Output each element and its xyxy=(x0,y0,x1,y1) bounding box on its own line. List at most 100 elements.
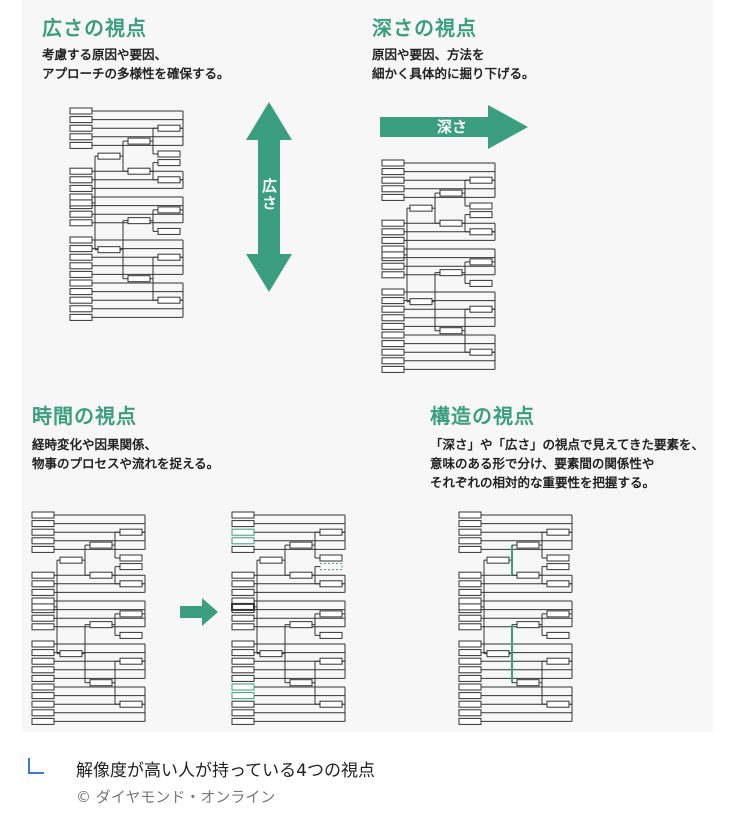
tree-node-box xyxy=(31,640,55,648)
tree-node-box xyxy=(69,262,93,270)
tree-node-box xyxy=(469,228,493,236)
tree-node-box xyxy=(458,520,482,528)
tree-node-box xyxy=(119,700,143,708)
tree-node-box xyxy=(231,537,255,545)
tree-node-box xyxy=(31,657,55,665)
tree-node-box xyxy=(89,679,113,687)
tree-node-box xyxy=(458,580,482,588)
tree-node-box xyxy=(231,640,255,648)
tree-node-box xyxy=(381,314,405,322)
tree-node-box xyxy=(381,297,405,305)
tree-node-box xyxy=(231,545,255,553)
tree-node-box xyxy=(119,528,143,536)
tree-node-box xyxy=(97,246,121,254)
breadth-description: 考慮する原因や要因、 アプローチの多様性を確保する。 xyxy=(42,45,230,83)
depth-arrow-label: 深さ xyxy=(437,118,468,136)
tree-node-box xyxy=(127,217,151,225)
figure-panel: 広さの視点 考慮する原因や要因、 アプローチの多様性を確保する。 広さ 深さの視… xyxy=(22,0,713,732)
tree-node-box xyxy=(31,614,55,622)
tree-node-box xyxy=(157,150,181,158)
tree-node-box xyxy=(381,288,405,296)
tree-node-box xyxy=(381,185,405,193)
tree-node-box xyxy=(381,262,405,270)
tree-node-box xyxy=(381,305,405,313)
tree-node-box xyxy=(231,528,255,536)
tree-node-box xyxy=(458,709,482,717)
tree-node-box xyxy=(289,679,313,687)
tree-node-box xyxy=(31,511,55,519)
structure-desc-line: 「深さ」や「広さ」の視点で見えてきた要素を、 xyxy=(430,437,705,452)
tree-node-box xyxy=(69,245,93,253)
tree-node-box xyxy=(157,206,181,214)
tree-node-box xyxy=(119,554,143,562)
tree-node-box xyxy=(381,348,405,356)
tree-node-box xyxy=(439,189,463,197)
tree-node-box xyxy=(469,211,493,219)
tree-node-box xyxy=(157,227,181,235)
tree-node-box xyxy=(231,580,255,588)
tree-node-box xyxy=(31,520,55,528)
tree-node-box xyxy=(458,700,482,708)
tree-node-box xyxy=(231,657,255,665)
tree-node-box xyxy=(546,657,570,665)
tree-node-box xyxy=(516,571,540,579)
tree-node-box xyxy=(289,571,313,579)
tree-node-box xyxy=(69,107,93,115)
tree-node-box xyxy=(231,588,255,596)
tree-node-box xyxy=(231,666,255,674)
tree-node-box xyxy=(516,621,540,629)
tree-node-box xyxy=(231,692,255,700)
breadth-arrow-label: 広さ xyxy=(260,178,278,212)
tree-node-box xyxy=(69,210,93,218)
tree-node-box xyxy=(458,674,482,682)
tree-node-box xyxy=(89,621,113,629)
tree-node-box xyxy=(381,159,405,167)
tree-node-box xyxy=(31,571,55,579)
tree-node-box xyxy=(157,296,181,304)
tree-node-box xyxy=(516,679,540,687)
tree-node-box xyxy=(381,236,405,244)
tree-node-box xyxy=(31,649,55,657)
tree-node-box xyxy=(319,610,343,618)
depth-title: 深さの視点 xyxy=(372,16,477,40)
tree-node-box xyxy=(69,167,93,175)
tree-node-box xyxy=(458,692,482,700)
credit-text: © ダイヤモンド・オンライン xyxy=(76,788,276,806)
time-description: 経時変化や因果関係、 物事のプロセスや流れを捉える。 xyxy=(32,435,219,473)
tree-node-box xyxy=(546,563,570,571)
vertical-double-arrow-icon xyxy=(246,102,292,292)
tree-node-box xyxy=(69,270,93,278)
breadth-desc-line: 考慮する原因や要因、 xyxy=(42,47,168,62)
tree-node-box xyxy=(546,554,570,562)
structure-tree-diagram xyxy=(458,511,573,725)
structure-title: 構造の視点 xyxy=(430,404,535,428)
tree-node-box xyxy=(31,588,55,596)
tree-node-box xyxy=(458,657,482,665)
tree-node-box xyxy=(381,322,405,330)
tree-node-box xyxy=(381,168,405,176)
depth-desc-line: 原因や要因、方法を xyxy=(372,47,485,62)
tree-node-box xyxy=(31,580,55,588)
breadth-title: 広さの視点 xyxy=(42,16,147,40)
tree-node-box xyxy=(546,580,570,588)
tree-node-box xyxy=(31,709,55,717)
tree-node-box xyxy=(381,357,405,365)
tree-node-box xyxy=(458,537,482,545)
time-desc-line: 経時変化や因果関係、 xyxy=(32,437,158,452)
tree-node-box xyxy=(439,269,463,277)
tree-node-box xyxy=(69,288,93,296)
tree-node-box xyxy=(458,588,482,596)
tree-node-box xyxy=(381,331,405,339)
tree-node-box xyxy=(469,305,493,313)
tree-node-box xyxy=(31,597,55,605)
tree-node-box xyxy=(319,580,343,588)
tree-node-box xyxy=(69,116,93,124)
tree-node-box xyxy=(486,650,510,658)
tree-node-box xyxy=(439,327,463,335)
tree-node-box xyxy=(69,184,93,192)
tree-node-box xyxy=(157,253,181,261)
tree-node-box xyxy=(69,176,93,184)
tree-node-box xyxy=(31,545,55,553)
breadth-tree-diagram xyxy=(69,107,184,321)
tree-node-box xyxy=(469,348,493,356)
